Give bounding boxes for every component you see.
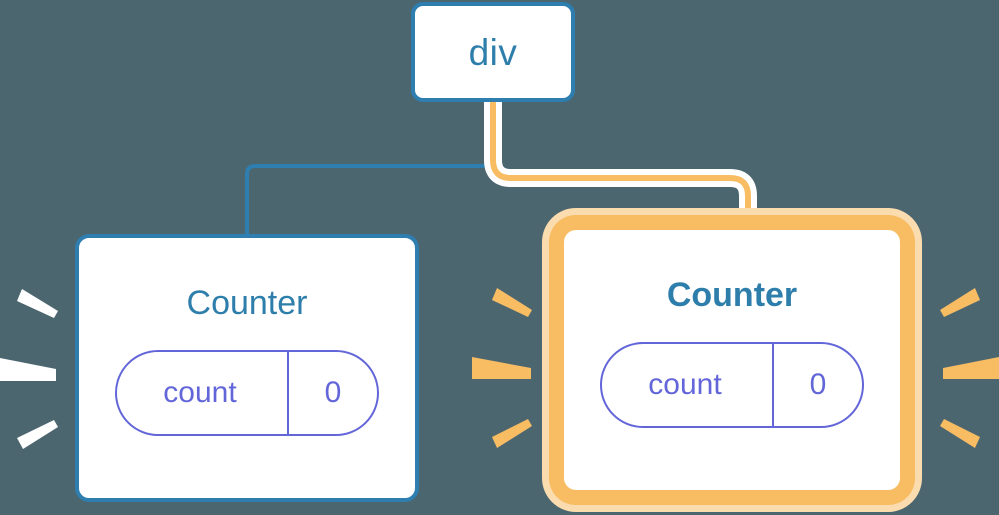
node-div-label: div bbox=[468, 31, 518, 73]
state-key-right: count bbox=[648, 368, 722, 401]
node-counter-right[interactable]: Counter count 0 bbox=[560, 226, 904, 494]
sparkle-icon bbox=[17, 420, 58, 449]
sparkle-icon bbox=[943, 357, 999, 379]
sparkle-group-middle bbox=[472, 288, 532, 448]
edge-div-to-counter-left bbox=[245, 102, 495, 238]
sparkle-icon bbox=[0, 358, 56, 381]
sparkle-group-left-outer bbox=[0, 289, 58, 449]
edge-div-to-counter-right bbox=[490, 102, 751, 240]
sparkle-icon bbox=[17, 289, 58, 318]
node-counter-left-label: Counter bbox=[186, 284, 308, 322]
sparkle-group-right-outer bbox=[940, 288, 999, 448]
sparkle-icon bbox=[940, 419, 980, 448]
edge-div-to-counter-right-halo bbox=[484, 102, 757, 240]
state-value-right: 0 bbox=[809, 368, 827, 401]
state-pill-divider bbox=[772, 344, 774, 426]
state-pill-right: count 0 bbox=[600, 342, 864, 428]
node-div[interactable]: div bbox=[411, 2, 575, 102]
state-pill-left: count 0 bbox=[115, 350, 379, 436]
node-counter-right-label: Counter bbox=[666, 276, 798, 314]
sparkle-icon bbox=[940, 288, 980, 317]
sparkle-icon bbox=[472, 357, 531, 379]
sparkle-icon bbox=[492, 288, 532, 317]
sparkle-icon bbox=[492, 419, 532, 448]
node-counter-left[interactable]: Counter count 0 bbox=[75, 234, 419, 502]
state-key-left: count bbox=[163, 376, 237, 409]
state-pill-divider bbox=[287, 352, 289, 434]
state-value-left: 0 bbox=[324, 376, 342, 409]
